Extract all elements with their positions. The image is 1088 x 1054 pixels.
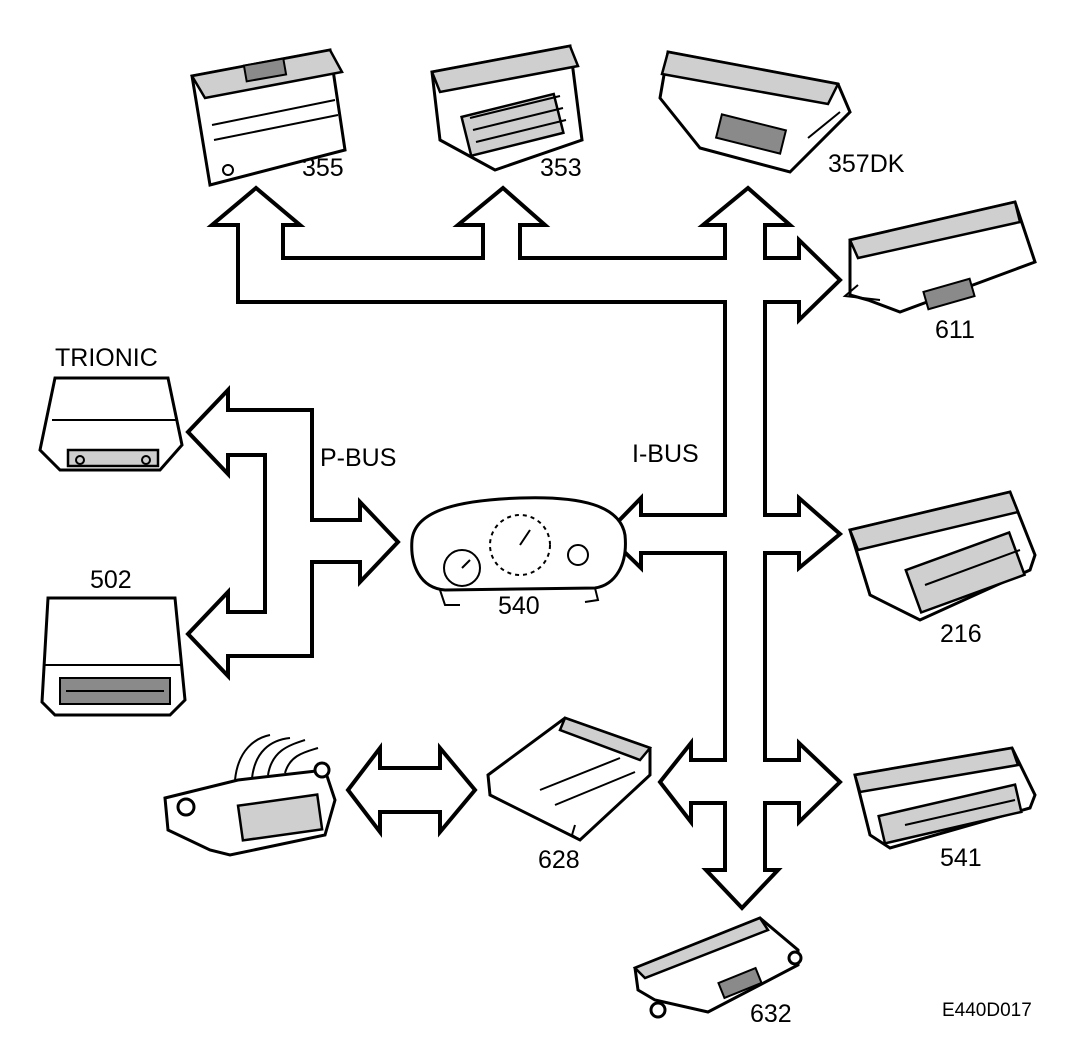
i-bus-trunk-arrow: [206, 185, 844, 911]
obd-connector: [163, 734, 337, 857]
module-353: [430, 44, 584, 172]
trionic-label: TRIONIC: [55, 344, 158, 372]
module-357dk: [658, 50, 852, 174]
p-bus-arrow: [185, 385, 401, 681]
i-bus-arrows: [206, 185, 844, 911]
module-628: [486, 716, 653, 842]
module-353-label: 353: [540, 154, 582, 182]
module-355-label: 355: [302, 154, 344, 182]
module-502: [40, 596, 187, 717]
module-632: [632, 916, 803, 1019]
module-216-label: 216: [940, 620, 982, 648]
module-611: [842, 200, 1037, 314]
p-bus-arrows: [185, 385, 401, 681]
p-bus-label: P-BUS: [320, 444, 396, 472]
module-502-label: 502: [90, 566, 132, 594]
module-632-label: 632: [750, 1000, 792, 1028]
reference-code: E440D017: [942, 1000, 1032, 1021]
module-541-label: 541: [940, 844, 982, 872]
diagnostic-link-arrow-group: [345, 742, 478, 838]
module-540-label: 540: [498, 592, 540, 620]
module-541: [853, 746, 1037, 850]
module-355: [190, 48, 347, 187]
module-611-label: 611: [935, 316, 975, 344]
module-trionic: [38, 376, 184, 472]
module-628-label: 628: [538, 846, 580, 874]
module-216: [848, 490, 1037, 622]
i-bus-label: I-BUS: [632, 440, 699, 468]
module-357dk-label: 357DK: [828, 150, 905, 178]
diagnostic-link-arrow: [345, 742, 478, 838]
module-540: [410, 496, 627, 606]
